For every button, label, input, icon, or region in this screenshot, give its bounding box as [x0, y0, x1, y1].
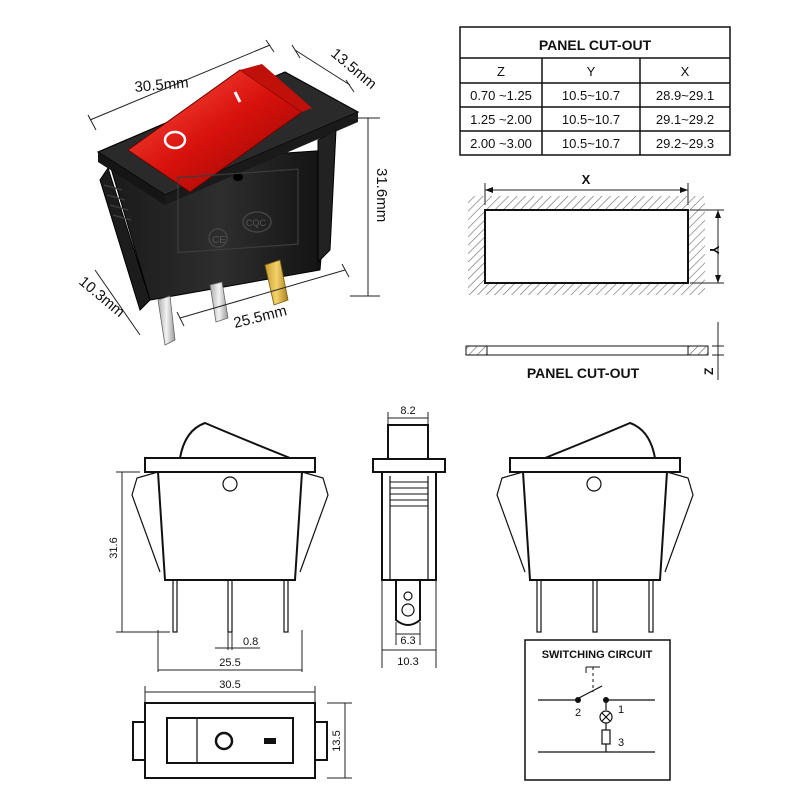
dim-length-label: 30.5mm — [134, 74, 189, 96]
off-symbol-icon — [163, 130, 187, 150]
switching-circuit: SWITCHING CIRCUIT 2 1 3 — [524, 639, 671, 781]
side-ribs-lines — [390, 481, 428, 507]
on-symbol-icon — [233, 91, 242, 103]
circuit-title: SWITCHING CIRCUIT — [542, 649, 653, 661]
terminal-pin-1 — [209, 281, 229, 323]
ce-mark-icon — [208, 228, 228, 248]
cutout-cell: 29.2~29.3 — [656, 136, 714, 151]
cutout-cell: 2.00 ~3.00 — [470, 136, 532, 151]
side-ribs — [103, 184, 132, 221]
product-photo: CE CQC 30.5mm 13.5mm 31.6mm 10.3mm 25.5m… — [75, 39, 390, 346]
cutout-table-header-x: X — [681, 64, 690, 79]
front-height-label: 31.6 — [108, 537, 120, 558]
cutout-hole — [484, 209, 689, 284]
cutout-table-title: PANEL CUT-OUT — [539, 37, 652, 53]
resistor-icon — [601, 729, 611, 745]
dim-width-label: 13.5mm — [327, 45, 379, 93]
side-pin-label: 6.3 — [400, 635, 415, 647]
circuit-label-1: 1 — [618, 704, 624, 716]
top-off-symbol-icon — [214, 731, 234, 751]
cutout-cell: 1.25 ~2.00 — [470, 112, 532, 127]
terminal-pin-2 — [157, 295, 176, 346]
front-view-left: 31.6 0.8 25.5 — [108, 421, 329, 672]
cutout-cell: 10.5~10.7 — [562, 88, 620, 103]
pin-width-label: 0.8 — [243, 636, 258, 648]
dim-body-label: 25.5mm — [232, 302, 289, 332]
body-emboss-panel — [177, 168, 299, 254]
top-width-label: 30.5 — [219, 679, 240, 691]
top-view: 30.5 13.5 — [132, 679, 352, 779]
cutout-x-label: X — [582, 172, 591, 187]
ce-mark-text: CE — [212, 235, 226, 246]
circuit-label-2: 2 — [575, 707, 581, 719]
cutout-drawing: X Y Z PANEL CUT-OUT — [465, 172, 724, 381]
top-height-label: 13.5 — [331, 730, 343, 751]
cqc-mark-text: CQC — [246, 218, 267, 228]
body-width-label: 25.5 — [219, 657, 240, 669]
cqc-mark-icon — [242, 211, 272, 233]
cutout-cell: 29.1~29.2 — [656, 112, 714, 127]
side-view: 8.2 6.3 10.3 — [372, 405, 446, 668]
cutout-cell: 10.5~10.7 — [562, 136, 620, 151]
cutout-cell: 10.5~10.7 — [562, 112, 620, 127]
front-view-right — [496, 421, 694, 633]
cutout-cell: 0.70 ~1.25 — [470, 88, 532, 103]
cutout-table: PANEL CUT-OUT Z Y X 0.70 ~1.25 10.5~10.7… — [459, 26, 731, 156]
circuit-label-3: 3 — [618, 737, 624, 749]
dim-height-label: 31.6mm — [373, 168, 390, 222]
cutout-cell: 28.9~29.1 — [656, 88, 714, 103]
cutout-table-header-y: Y — [587, 64, 596, 79]
cutout-y-label: Y — [707, 246, 722, 255]
top-on-symbol-icon — [264, 738, 276, 744]
cutout-table-header-z: Z — [497, 64, 505, 79]
side-width-label: 10.3 — [397, 656, 418, 668]
cutout-z-label: Z — [702, 368, 716, 375]
side-top-label: 8.2 — [400, 405, 415, 417]
cutout-caption: PANEL CUT-OUT — [527, 365, 640, 381]
